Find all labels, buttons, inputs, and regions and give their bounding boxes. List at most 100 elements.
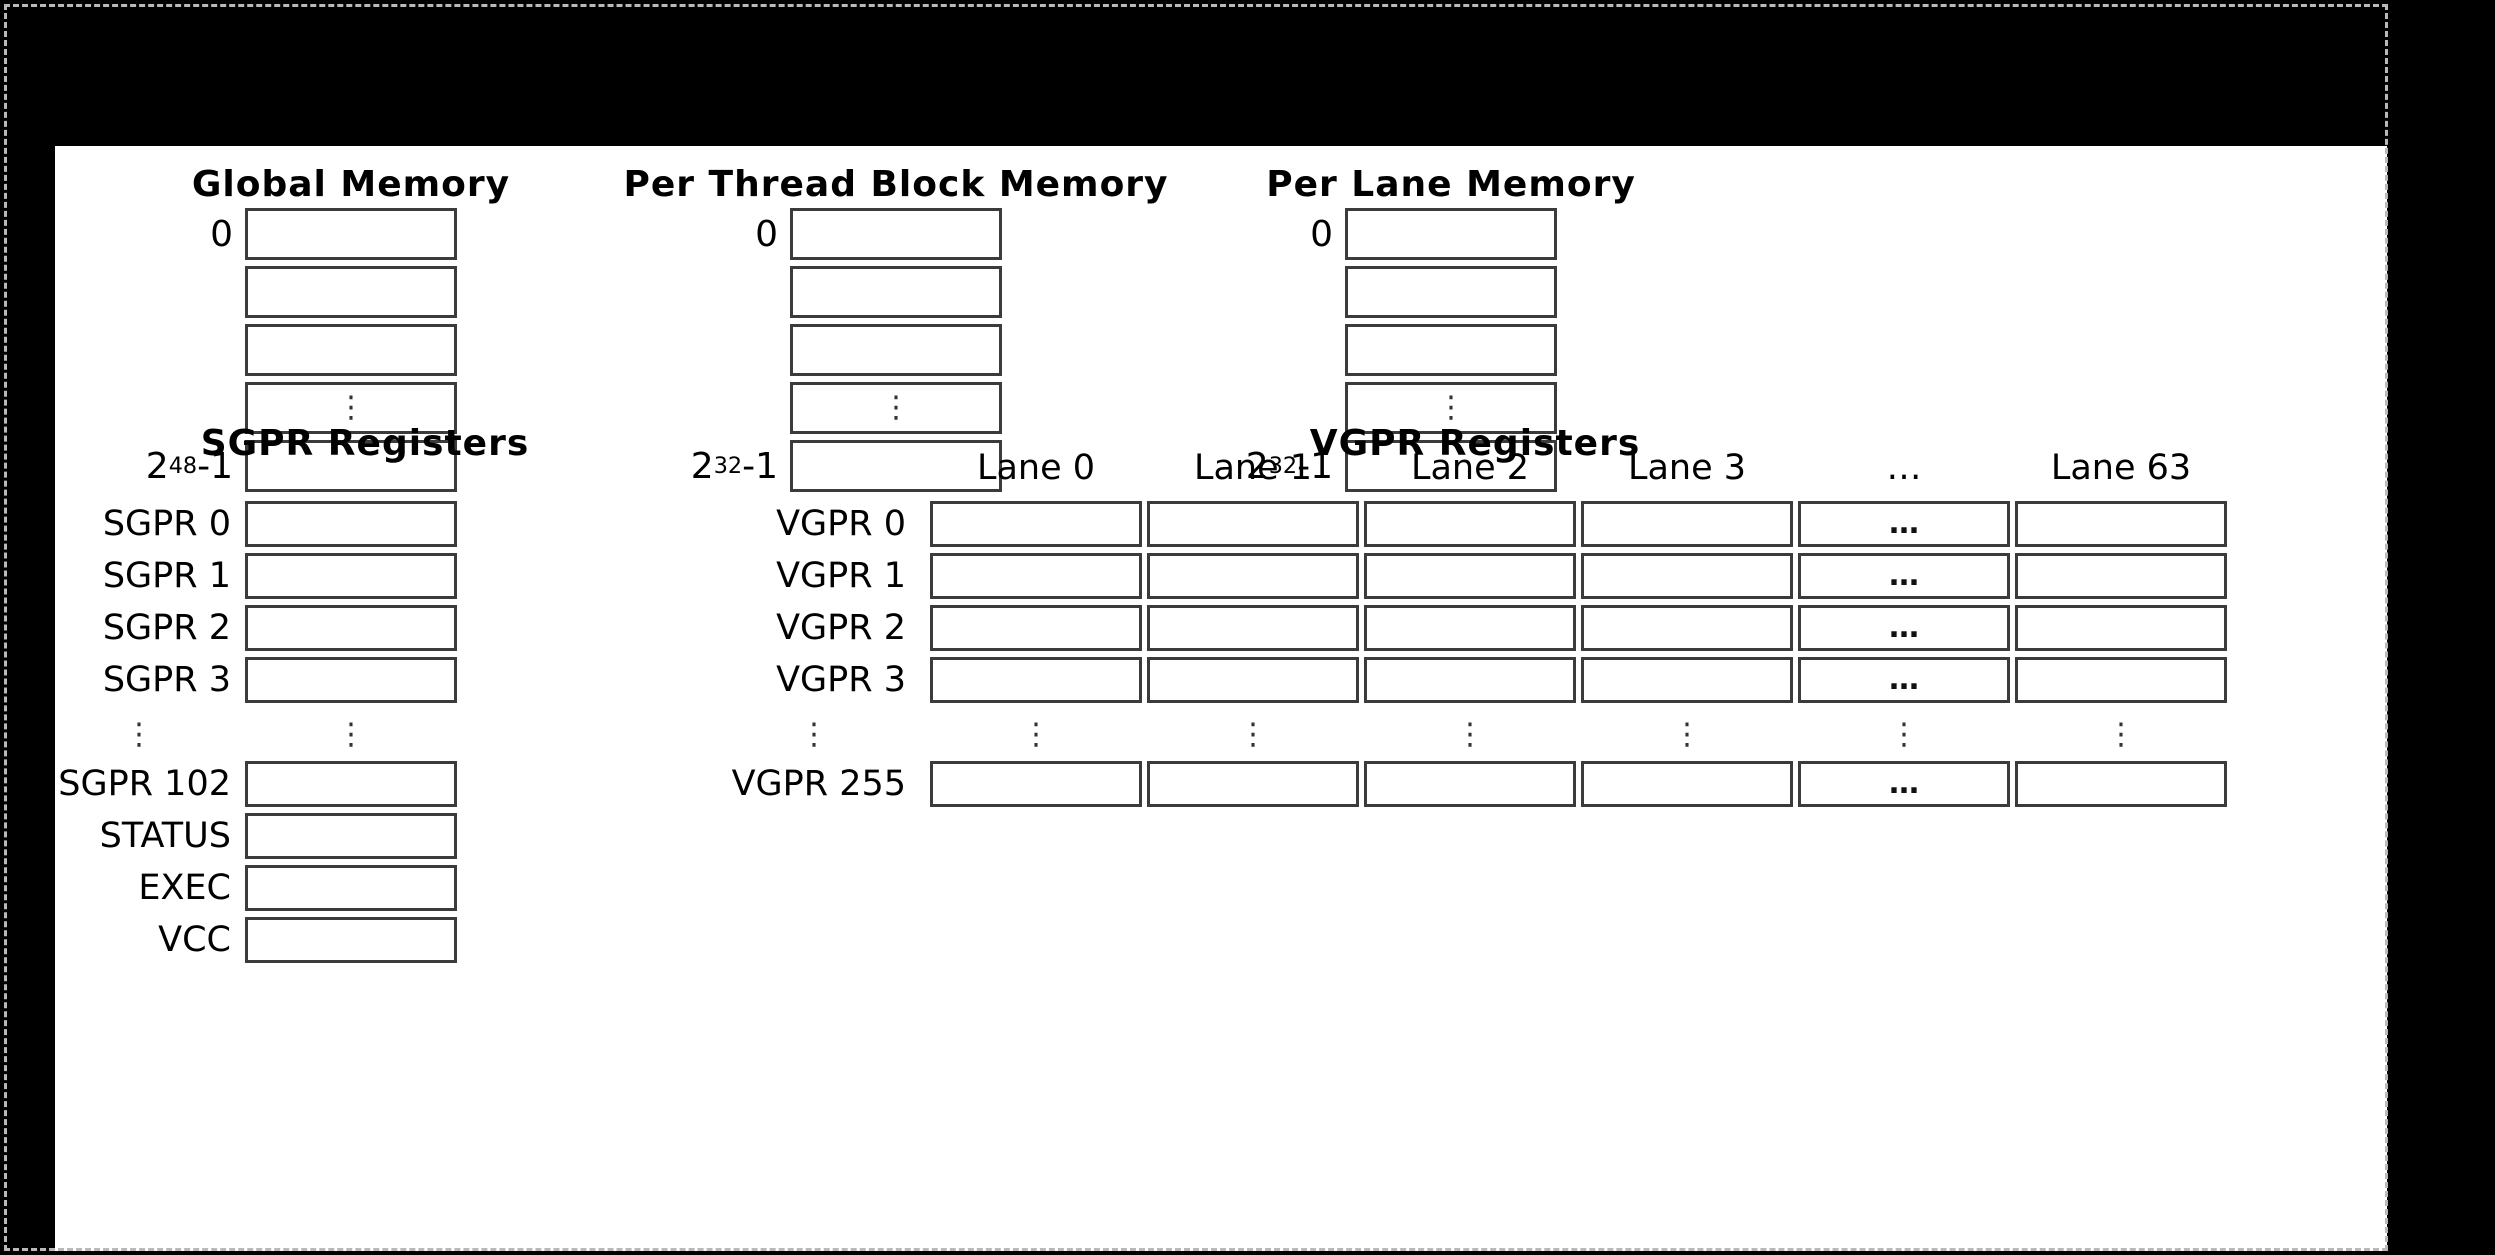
sgpr-row-label: EXEC <box>138 868 231 908</box>
horizontal-ellipsis: … <box>1889 558 1919 593</box>
sgpr-row-ellipsis-label: ⋮ <box>124 717 154 752</box>
vgpr-row-label: VGPR 3 <box>776 660 906 700</box>
vgpr-register-cell <box>1147 553 1359 599</box>
vgpr-cell-ellipsis: ⋮ <box>1238 717 1268 752</box>
sgpr-register-cell <box>245 553 457 599</box>
memory-cell: ⋮ <box>1345 382 1557 434</box>
sgpr-register-cell <box>245 605 457 651</box>
sgpr-row-label: SGPR 1 <box>102 556 231 596</box>
vgpr-register-cell <box>1364 605 1576 651</box>
vgpr-register-cell <box>2015 657 2227 703</box>
vgpr-register-cell <box>930 501 1142 547</box>
vgpr-register-cell <box>1147 761 1359 807</box>
memory-cell <box>245 440 457 492</box>
memory-start-address-label: 0 <box>590 208 778 260</box>
memory-cell <box>790 208 1002 260</box>
memory-cell <box>245 266 457 318</box>
start-address-value: 0 <box>1310 213 1333 255</box>
vertical-ellipsis: ⋮ <box>336 390 366 425</box>
vgpr-register-cell: … <box>1798 657 2010 703</box>
vgpr-register-cell <box>2015 605 2227 651</box>
memory-cell <box>790 440 1002 492</box>
memory-cell <box>790 266 1002 318</box>
start-address-value: 0 <box>755 213 778 255</box>
vgpr-column-header: Lane 3 <box>1627 448 1747 488</box>
sgpr-section-title: SGPR Registers <box>200 423 530 464</box>
sgpr-row-label: SGPR 102 <box>58 764 231 804</box>
memory-section-title: Per Thread Block Memory <box>623 164 1169 205</box>
memory-start-address-label: 0 <box>45 208 233 260</box>
vgpr-register-cell <box>1581 657 1793 703</box>
memory-cell <box>245 208 457 260</box>
end-address-suffix: -1 <box>197 445 233 487</box>
sgpr-register-cell <box>245 865 457 911</box>
vertical-ellipsis: ⋮ <box>881 390 911 425</box>
horizontal-ellipsis: … <box>1889 610 1919 645</box>
sgpr-register-cell <box>245 813 457 859</box>
memory-section-title: Global Memory <box>191 164 511 205</box>
vgpr-row-label: VGPR 2 <box>776 608 906 648</box>
memory-cell <box>1345 324 1557 376</box>
vgpr-register-cell <box>1581 553 1793 599</box>
vgpr-register-cell: … <box>1798 553 2010 599</box>
vgpr-row-label: VGPR 0 <box>776 504 906 544</box>
horizontal-ellipsis: … <box>1889 662 1919 697</box>
vgpr-column-header: Lane 63 <box>2050 448 2192 488</box>
sgpr-register-cell <box>245 501 457 547</box>
horizontal-ellipsis: … <box>1889 506 1919 541</box>
start-address-value: 0 <box>210 213 233 255</box>
end-address-suffix: -1 <box>742 445 778 487</box>
vgpr-cell-ellipsis: ⋮ <box>1455 717 1485 752</box>
memory-cell <box>1345 208 1557 260</box>
vgpr-register-cell <box>930 761 1142 807</box>
memory-section-title: Per Lane Memory <box>1266 164 1636 205</box>
vgpr-register-cell <box>1581 501 1793 547</box>
memory-cell <box>245 324 457 376</box>
vgpr-register-cell: … <box>1798 605 2010 651</box>
vgpr-register-cell <box>930 605 1142 651</box>
memory-cell <box>1345 440 1557 492</box>
vgpr-column-header: Lane 0 <box>976 448 1096 488</box>
end-address-base: 2 <box>690 445 714 487</box>
vgpr-cell-ellipsis: ⋮ <box>2106 717 2136 752</box>
sgpr-row-label: STATUS <box>99 816 231 856</box>
end-address-base: 2 <box>145 445 169 487</box>
vgpr-register-cell <box>1364 553 1576 599</box>
vgpr-register-cell <box>1364 501 1576 547</box>
vgpr-column-header: … <box>1886 448 1922 488</box>
vgpr-register-cell <box>1364 761 1576 807</box>
vgpr-column-header: Lane 1 <box>1193 448 1313 488</box>
vgpr-section-title: VGPR Registers <box>1309 423 1641 464</box>
vgpr-cell-ellipsis: ⋮ <box>1021 717 1051 752</box>
sgpr-register-cell <box>245 917 457 963</box>
vgpr-row-ellipsis-label: ⋮ <box>799 717 829 752</box>
memory-cell: ⋮ <box>790 382 1002 434</box>
memory-cell <box>790 324 1002 376</box>
vgpr-register-cell: … <box>1798 761 2010 807</box>
memory-cell: ⋮ <box>245 382 457 434</box>
vgpr-column-header: Lane 2 <box>1410 448 1530 488</box>
horizontal-ellipsis: … <box>1889 766 1919 801</box>
memory-start-address-label: 0 <box>1145 208 1333 260</box>
vgpr-register-cell: … <box>1798 501 2010 547</box>
vgpr-register-cell <box>2015 553 2227 599</box>
sgpr-row-label: SGPR 2 <box>102 608 231 648</box>
vgpr-register-cell <box>1147 657 1359 703</box>
end-address-suffix: -1 <box>1297 445 1333 487</box>
memory-cell <box>1345 266 1557 318</box>
vgpr-row-label: VGPR 1 <box>776 556 906 596</box>
vertical-ellipsis: ⋮ <box>1436 390 1466 425</box>
vgpr-register-cell <box>1581 605 1793 651</box>
vgpr-register-cell <box>1147 501 1359 547</box>
sgpr-row-label: VCC <box>158 920 231 960</box>
vgpr-register-cell <box>1581 761 1793 807</box>
end-address-base: 2 <box>1245 445 1269 487</box>
vgpr-register-cell <box>2015 761 2227 807</box>
vgpr-register-cell <box>930 553 1142 599</box>
sgpr-row-label: SGPR 0 <box>102 504 231 544</box>
